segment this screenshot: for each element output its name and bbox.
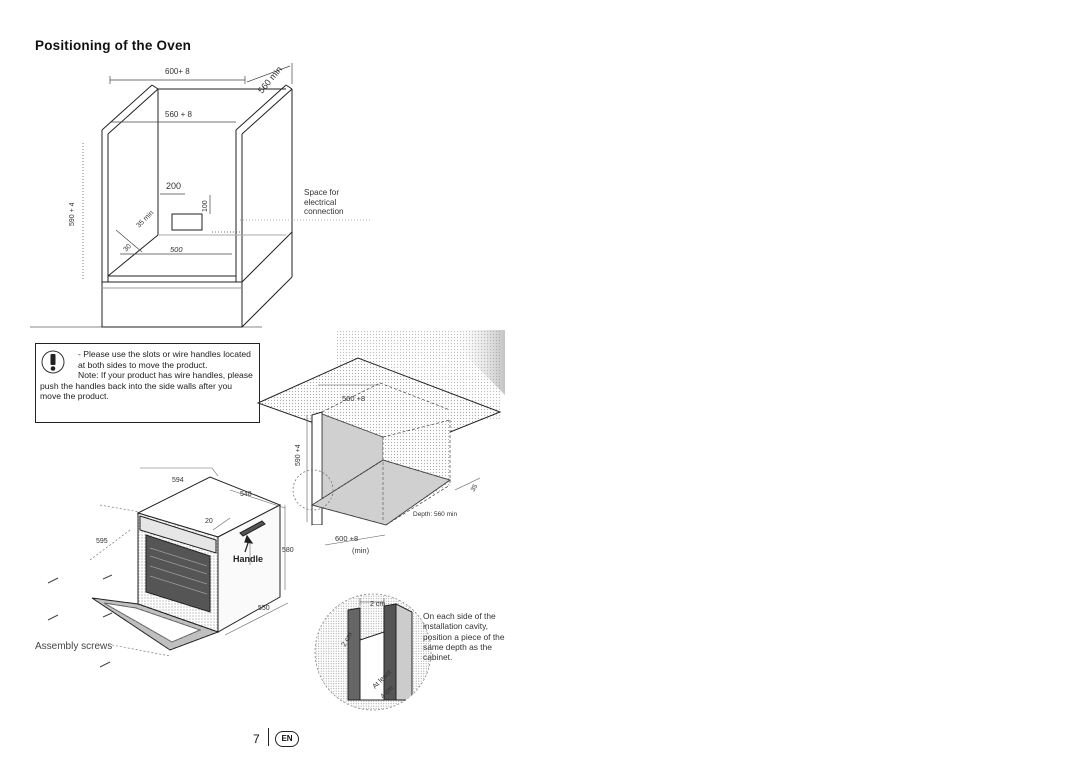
dim-cabinet-35-label: 35: [470, 483, 480, 493]
page-number: 7: [253, 732, 260, 746]
dim-30-label: 30: [122, 243, 133, 254]
dim-cabinet-590-label: 590 +4: [295, 444, 302, 466]
dim-20-label: 20: [205, 518, 213, 525]
assembly-screws: [47, 574, 113, 668]
language-badge: EN: [275, 731, 299, 747]
warning-icon: [41, 350, 65, 374]
dim-594-label: 594: [172, 477, 184, 484]
warning-text-note: Note: If your product has wire handles, …: [40, 370, 253, 402]
dim-550-label: 550: [258, 605, 270, 612]
dim-cabinet-600-label: 600 +8: [335, 534, 358, 543]
dim-cabinet-min-label: (min): [352, 546, 370, 555]
dim-595-label: 595: [96, 538, 108, 545]
footer-divider: [268, 728, 269, 746]
dim-548-label: 548: [240, 491, 252, 498]
installation-side-note: On each side of the installation cavity,…: [423, 611, 505, 663]
detail-2cm-top-label: 2 cm: [370, 601, 385, 608]
dim-560-label: 560 + 8: [165, 110, 192, 119]
dim-200-label: 200: [166, 181, 181, 191]
assembly-screws-label: Assembly screws: [35, 641, 113, 652]
dim-590-label: 590 + 4: [69, 202, 76, 226]
warning-notice: - Please use the slots or wire handles l…: [35, 343, 260, 423]
warning-text-line1: - Please use the slots or wire handles l…: [78, 349, 251, 370]
electrical-connection-label: Space for electrical connection: [304, 188, 344, 217]
handle-label: Handle: [233, 554, 264, 564]
dim-cabinet-560-label: 560 +8: [342, 394, 365, 403]
page-title: Positioning of the Oven: [35, 38, 192, 53]
dim-500-label: 500: [170, 245, 183, 254]
dim-100-label: 100: [202, 200, 209, 212]
dim-580-label: 580: [282, 547, 294, 554]
dim-cabinet-depth-label: Depth: 560 min: [413, 511, 457, 518]
dim-600-label: 600+ 8: [165, 67, 190, 76]
